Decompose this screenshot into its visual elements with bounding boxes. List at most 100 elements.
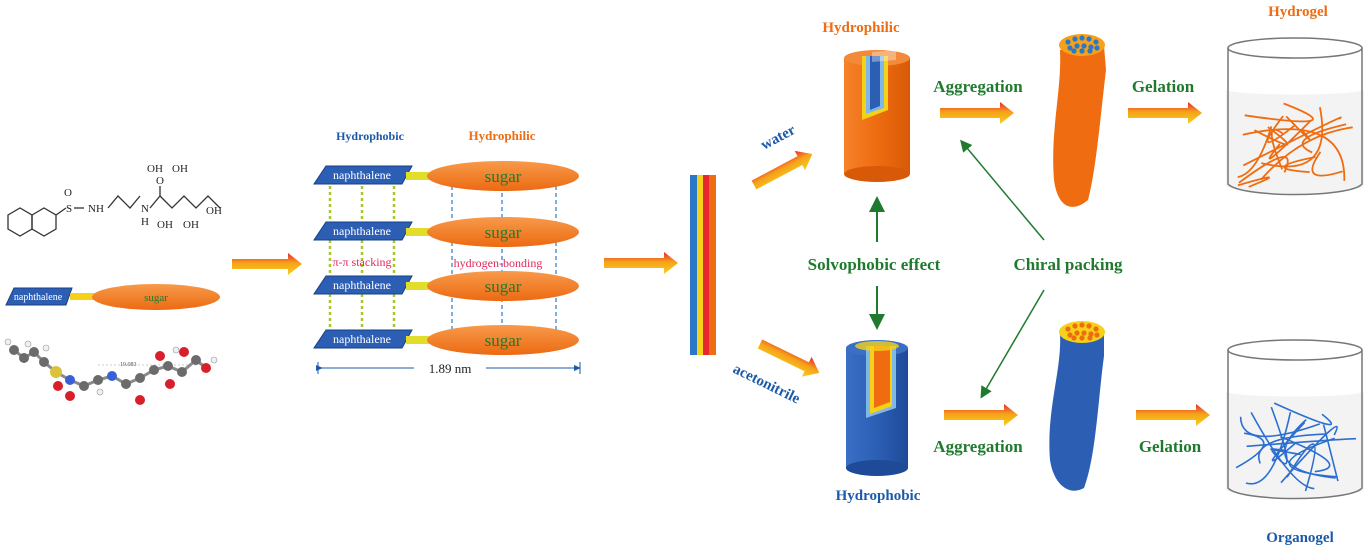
model-atom-c2 <box>19 353 29 363</box>
arrow-water-shape <box>751 150 813 190</box>
aggregation-label-top: Aggregation <box>933 77 1023 96</box>
fiber-dot <box>1093 39 1099 45</box>
model-atom-o1 <box>53 381 63 391</box>
orange-fiber-dots <box>1065 35 1100 54</box>
fiber-dot <box>1067 332 1073 338</box>
stack-naphthalene-plate <box>313 275 413 295</box>
stack-sugar-ellipse <box>427 161 579 191</box>
stack-linker <box>406 336 434 344</box>
stack-linker <box>406 228 434 236</box>
fiber-dot <box>1086 323 1092 329</box>
hydrogel-label: Hydrogel <box>1268 4 1328 20</box>
acetonitrile-label: acetonitrile <box>730 361 802 407</box>
schematic-sugar-ellipse <box>92 284 220 310</box>
arrow-acetonitrile-shape <box>757 339 820 377</box>
gel-fiber <box>1242 116 1342 167</box>
model-atom-o5 <box>165 379 175 389</box>
arrow-molecule-to-stack <box>232 253 302 275</box>
arrow-gelation-top <box>1128 102 1202 124</box>
fiber-dot <box>1072 36 1078 42</box>
atom-oh-1: OH <box>147 163 163 175</box>
fiber-dot <box>1079 322 1085 328</box>
stack-sugar-ellipse <box>427 271 579 301</box>
model-atom-o7 <box>201 363 211 373</box>
hbond-label: hydrogen-bonding <box>454 256 543 270</box>
fiber-dot <box>1079 35 1085 41</box>
fiber-dot <box>1072 323 1078 329</box>
gel-fiber <box>1266 115 1297 143</box>
stack-naphthalene-label: naphthalene <box>333 278 391 292</box>
fiber-dot <box>1093 326 1099 332</box>
gel-fiber <box>1283 156 1316 173</box>
blue-cylinder-top-ring <box>855 341 899 351</box>
gel-fiber <box>1284 419 1336 479</box>
stack-sugar-label: sugar <box>485 331 522 350</box>
blue-cylinder <box>846 340 908 476</box>
bilayer-red-band <box>703 175 709 355</box>
gel-fiber <box>1273 402 1333 426</box>
stack-sugar-ellipse <box>427 217 579 247</box>
hydrogel-beaker-rim <box>1227 37 1363 59</box>
model-distance-label: 19.083 <box>120 362 137 368</box>
stack-linker <box>406 282 434 290</box>
gel-fiber <box>1239 416 1321 438</box>
organogel-beaker-rim <box>1227 339 1363 361</box>
gel-fiber <box>1246 437 1357 448</box>
fiber-dot <box>1067 45 1073 51</box>
model-atom-c8 <box>135 373 145 383</box>
gel-fiber <box>1254 126 1289 146</box>
gel-fiber <box>1280 436 1331 473</box>
arrow-acetonitrile <box>757 339 820 377</box>
model-atom-c1 <box>9 345 19 355</box>
organogel-beaker-wall <box>1227 350 1363 500</box>
atom-o-carbonyl: O <box>156 175 164 187</box>
blue-fiber-dots <box>1065 322 1100 341</box>
arrow-stack-to-bilayer <box>604 252 678 274</box>
chiral-label: Chiral packing <box>1013 255 1123 274</box>
atom-n: N <box>141 203 149 215</box>
fiber-dot <box>1074 330 1080 336</box>
gel-fiber <box>1260 126 1353 181</box>
gel-fiber <box>1235 432 1265 469</box>
ethylene-chain <box>107 195 141 209</box>
fiber-dot <box>1088 44 1094 50</box>
fiber-dot <box>1065 326 1071 332</box>
stack-sugar-ellipse <box>427 325 579 355</box>
molecule-structure <box>7 186 221 237</box>
stack-naphthalene-label: naphthalene <box>333 224 391 238</box>
orange-cylinder-base <box>844 166 910 182</box>
gel-fiber <box>1244 102 1314 123</box>
schematic-naphthalene-label: naphthalene <box>14 292 63 303</box>
model-atom-c5 <box>79 381 89 391</box>
model-atom-o6 <box>179 347 189 357</box>
orange-cylinder-core <box>870 56 880 110</box>
arrow-gelation-bottom <box>1136 404 1210 426</box>
cylinder-hydrophobic-label: Hydrophobic <box>836 488 921 504</box>
hydrogel-beaker <box>1226 37 1364 196</box>
schematic-linker <box>70 293 96 300</box>
atom-o-top: O <box>64 187 72 199</box>
model-atom-c6 <box>93 375 103 385</box>
model-atom-o3 <box>135 395 145 405</box>
stack-sugar-label: sugar <box>485 167 522 186</box>
atom-oh-3: OH <box>172 163 188 175</box>
gel-fiber <box>1238 156 1289 184</box>
organogel-label: Organogel <box>1266 530 1334 546</box>
gel-fiber <box>1280 425 1338 484</box>
atom-oh-4: OH <box>183 219 199 231</box>
gel-fiber <box>1271 421 1306 462</box>
fiber-dot <box>1094 45 1100 51</box>
gel-fiber <box>1250 412 1315 490</box>
model-atom-c12 <box>191 355 201 365</box>
gel-fiber <box>1237 176 1271 188</box>
molecule-schematic: naphthalene sugar <box>5 284 220 310</box>
bilayer-strip <box>690 175 716 355</box>
model-atom-c10 <box>163 361 173 371</box>
fiber-dot <box>1086 36 1092 42</box>
chiral-arrow-up <box>960 139 1045 241</box>
fiber-dot <box>1087 335 1093 341</box>
stack-naphthalene-label: naphthalene <box>333 168 391 182</box>
